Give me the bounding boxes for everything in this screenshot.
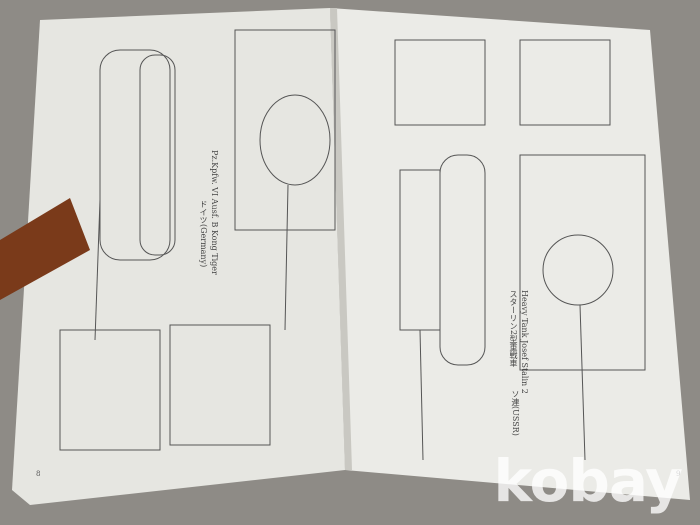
tank-drawing-side-kingtiger [94,49,176,341]
right-page-number: 9 [676,470,681,478]
is2-caption-jp: スターリン2型重戦車 [509,290,518,368]
germany-label: ドイツ(Germany) [199,200,208,268]
ussr-label: ソ連(USSR) [511,390,520,436]
tank-drawing-is2-top [519,154,646,461]
right-page [330,8,690,500]
is2-caption: Heavy Tank Josef Stalin 2 [520,290,529,394]
watermark: kobay [493,447,683,515]
tank-drawing-front [59,329,161,451]
tank-drawing-rear [169,324,271,446]
tank-drawing-is2-rear [519,39,611,126]
wooden-ruler [0,198,90,300]
left-page-number: 8 [36,470,41,478]
left-page [12,8,345,505]
tank-drawing-is2-front [394,39,486,126]
tank-drawing-is2-side [399,154,486,461]
kingtiger-caption: Pz.Kpfw. VI Ausf. B Kong Tiger [210,150,219,275]
tank-drawing-top-kingtiger [234,29,336,331]
